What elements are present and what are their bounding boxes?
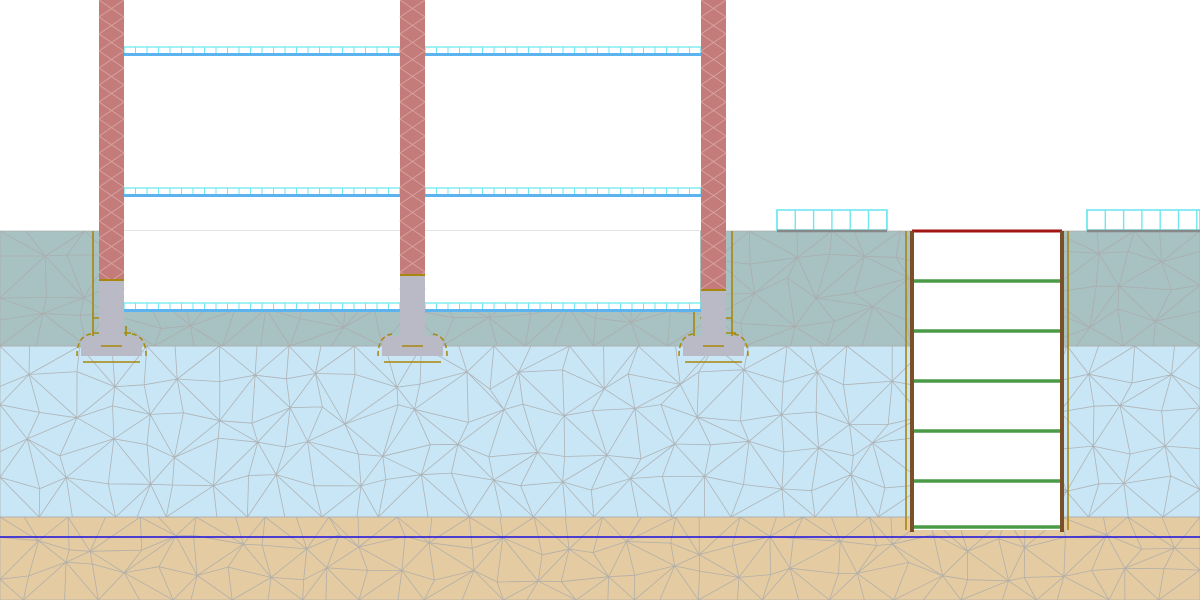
column-base bbox=[701, 290, 726, 340]
footing-interface bbox=[377, 333, 448, 357]
footing-interface bbox=[76, 333, 147, 357]
column-2[interactable] bbox=[377, 0, 448, 363]
lower-soil-layer[interactable] bbox=[0, 517, 1200, 600]
column-3[interactable] bbox=[678, 0, 749, 363]
load-box bbox=[1086, 209, 1200, 231]
interface-line bbox=[693, 312, 736, 340]
footing-interface bbox=[678, 333, 749, 357]
floor-slab[interactable] bbox=[123, 187, 401, 197]
surface-loads bbox=[776, 209, 1200, 233]
column-shaft bbox=[99, 0, 124, 280]
column-1[interactable] bbox=[76, 0, 147, 363]
surface-load[interactable] bbox=[1086, 209, 1200, 233]
floor-slab[interactable] bbox=[424, 46, 702, 56]
floor-slab[interactable] bbox=[424, 187, 702, 197]
floor-slab[interactable] bbox=[123, 46, 401, 56]
column-base bbox=[99, 280, 124, 340]
surface-load[interactable] bbox=[776, 209, 888, 233]
building-frame bbox=[76, 0, 749, 363]
mesh-lines bbox=[0, 516, 1200, 600]
excavation-retaining-wall bbox=[905, 229, 1069, 532]
column-base bbox=[400, 275, 425, 340]
column-shaft bbox=[400, 0, 425, 275]
